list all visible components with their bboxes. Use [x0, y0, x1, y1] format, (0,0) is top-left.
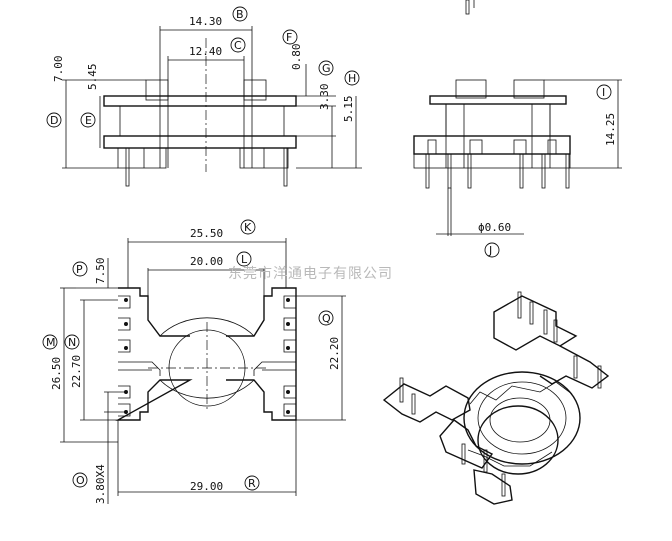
svg-text:N: N: [68, 336, 76, 349]
svg-text:D: D: [50, 114, 58, 127]
callout-i: I: [596, 84, 612, 100]
callout-q: Q: [318, 310, 334, 326]
svg-text:M: M: [46, 336, 56, 349]
dim-plan-width-bottom: 29.00: [190, 480, 223, 493]
callout-j: J: [484, 242, 500, 258]
front-view: 14.30 12.40 7.00 5.45 0.80 3.30 5.15 B C…: [46, 6, 362, 187]
svg-text:E: E: [85, 114, 92, 127]
plan-view: 25.50 20.00 7.50 26.50 22.70 3.80X4 22.2…: [42, 219, 346, 504]
svg-text:Q: Q: [322, 312, 331, 325]
dim-plan-flange: 7.50: [94, 258, 107, 285]
svg-text:G: G: [322, 62, 331, 75]
callout-f: F: [282, 29, 298, 45]
callout-d: D: [46, 112, 62, 128]
dim-side-height: 14.25: [604, 113, 617, 146]
callout-e: E: [80, 112, 96, 128]
callout-n: N: [64, 334, 80, 350]
dim-plan-height-outer: 26.50: [50, 357, 63, 390]
dim-top-width-inner: 12.40: [189, 45, 222, 58]
callout-l: L: [236, 251, 252, 267]
dim-flange-thickness: 0.80: [290, 44, 303, 71]
callout-c: C: [230, 37, 246, 53]
svg-text:J: J: [488, 244, 492, 257]
side-view: 14.25 ϕ0.60 I J: [413, 0, 622, 258]
callout-h: H: [344, 70, 360, 86]
svg-text:L: L: [241, 253, 248, 266]
dim-pin-pitch: 3.80X4: [94, 464, 107, 504]
callout-g: G: [318, 60, 334, 76]
callout-m: M: [42, 334, 58, 350]
svg-text:R: R: [248, 477, 256, 490]
callout-p: P: [72, 261, 88, 277]
dim-plan-height-right: 22.20: [328, 337, 341, 370]
svg-text:F: F: [286, 31, 292, 44]
dim-plan-width: 25.50: [190, 227, 223, 240]
dim-pin-diameter: ϕ0.60: [478, 221, 511, 234]
watermark: 东莞市洋通电子有限公司: [228, 265, 393, 282]
dim-top-width-outer: 14.30: [189, 15, 222, 28]
callout-o: O: [72, 472, 88, 488]
dim-height-total: 7.00: [52, 56, 65, 83]
dim-pin-height: 3.30: [318, 84, 331, 111]
svg-text:H: H: [348, 72, 356, 85]
dim-plan-width-inner: 20.00: [190, 255, 223, 268]
svg-text:O: O: [76, 474, 85, 487]
svg-text:B: B: [236, 8, 244, 21]
dim-height-body: 5.45: [86, 64, 99, 91]
dim-pin-height-total: 5.15: [342, 96, 355, 123]
isometric-view: [382, 291, 610, 505]
svg-text:I: I: [602, 86, 605, 99]
callout-b: B: [232, 6, 248, 22]
callout-k: K: [240, 219, 256, 235]
dim-plan-height-inner: 22.70: [70, 355, 83, 388]
svg-text:K: K: [244, 221, 252, 234]
svg-text:C: C: [234, 39, 242, 52]
callout-r: R: [244, 475, 260, 491]
svg-text:P: P: [76, 263, 83, 276]
